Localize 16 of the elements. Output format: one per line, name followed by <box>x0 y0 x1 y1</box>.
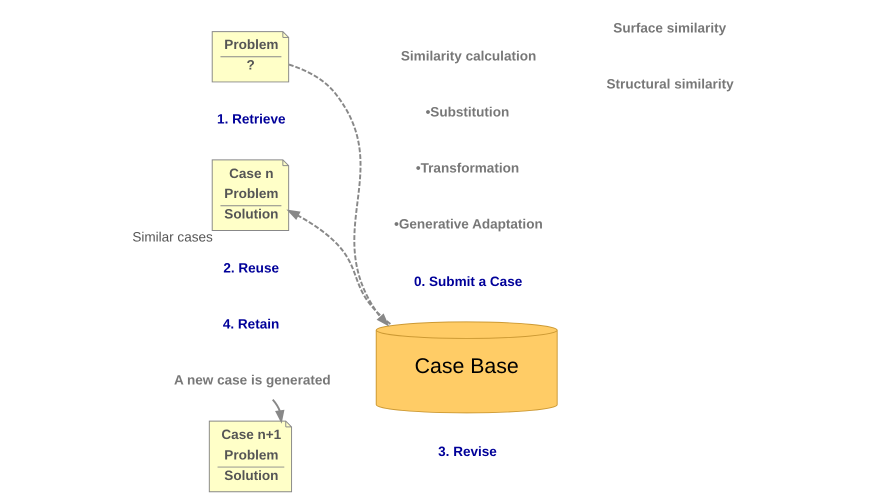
label: Surface similarity <box>613 20 726 36</box>
arrow <box>272 398 284 424</box>
label: 1. Retrieve <box>217 111 286 126</box>
arrow <box>288 64 390 327</box>
label: 2. Reuse <box>223 260 280 276</box>
label: Structural similarity <box>606 76 734 92</box>
node-text: A new case is generated <box>174 372 331 388</box>
node-label: Similar cases <box>132 229 213 244</box>
label: •Transformation <box>416 160 520 176</box>
label: 0. Submit a Case <box>414 274 522 289</box>
label: •Generative Adaptation <box>394 216 543 232</box>
label: Similarity calculation <box>400 48 536 64</box>
label: 4. Retain <box>222 316 280 332</box>
arrow <box>286 210 391 325</box>
label: 3. Revise <box>438 444 497 460</box>
label: •Substitution <box>426 104 510 120</box>
